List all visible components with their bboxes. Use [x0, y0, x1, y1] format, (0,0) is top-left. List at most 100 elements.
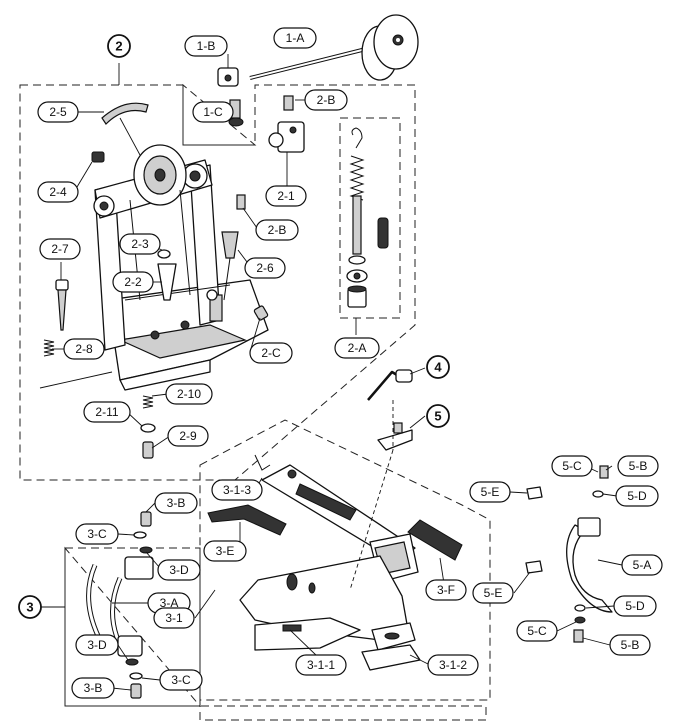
callout-2-5: 2-5 [37, 101, 79, 123]
svg-text:2-1: 2-1 [277, 189, 295, 203]
callout-3-1-3: 3-1-3 [211, 479, 263, 501]
svg-text:2: 2 [115, 39, 122, 54]
svg-text:2-6: 2-6 [256, 261, 274, 275]
svg-text:1-A: 1-A [286, 31, 305, 45]
callout-2-3: 2-3 [119, 233, 161, 255]
svg-text:3-B: 3-B [84, 681, 103, 695]
bracket-5-part [377, 422, 413, 451]
svg-text:5-D: 5-D [625, 599, 645, 613]
callout-3-F: 3-F [425, 579, 467, 601]
callout-5-D-top: 5-D [615, 485, 659, 507]
svg-text:2-3: 2-3 [131, 237, 149, 251]
svg-text:3-D: 3-D [87, 638, 107, 652]
drum-key-part [367, 369, 413, 401]
callout-2: 2 [107, 34, 131, 58]
callout-5-D-bot: 5-D [613, 595, 657, 617]
callout-2-C: 2-C [249, 342, 293, 364]
svg-text:1-C: 1-C [203, 105, 223, 119]
svg-text:3-C: 3-C [171, 673, 191, 687]
small-block-part [91, 151, 105, 163]
callout-2-6: 2-6 [244, 257, 286, 279]
chain-hardware [125, 511, 153, 699]
svg-text:5-B: 5-B [629, 459, 648, 473]
svg-text:3-F: 3-F [437, 583, 455, 597]
group-2-boundary [19, 84, 416, 481]
callout-4: 4 [426, 355, 450, 379]
svg-text:3-B: 3-B [167, 496, 186, 510]
pedal-frame-part [93, 144, 269, 391]
callout-3-1-1: 3-1-1 [295, 654, 347, 676]
callout-3: 3 [18, 595, 42, 619]
cam-cover-part [101, 102, 149, 125]
svg-text:5-E: 5-E [484, 586, 503, 600]
callout-1-C: 1-C [192, 101, 234, 123]
svg-text:2-11: 2-11 [95, 405, 118, 419]
spring-2-8-part [43, 339, 55, 357]
svg-text:2-9: 2-9 [179, 429, 197, 443]
callout-3-C-bot: 3-C [159, 669, 203, 691]
callout-2-B-top: 2-B [304, 89, 348, 111]
chain-part [86, 556, 154, 657]
bottom-hardware-2 [140, 395, 156, 459]
screw-2c-part [253, 305, 269, 321]
svg-text:3-A: 3-A [160, 596, 179, 610]
svg-text:3-D: 3-D [169, 563, 189, 577]
svg-text:3-C: 3-C [87, 527, 107, 541]
svg-text:1-B: 1-B [197, 39, 216, 53]
callout-5-B-bot: 5-B [609, 634, 651, 656]
svg-text:2-C: 2-C [261, 346, 281, 360]
callout-1-A: 1-A [273, 27, 317, 49]
svg-text:3-1-1: 3-1-1 [307, 658, 335, 672]
callout-5-A: 5-A [621, 554, 663, 576]
callout-2-9: 2-9 [167, 425, 209, 447]
svg-text:3-1: 3-1 [165, 611, 183, 625]
group-3-main-boundary [64, 547, 487, 721]
svg-text:2-2: 2-2 [124, 275, 142, 289]
callout-5: 5 [426, 404, 450, 428]
svg-text:2-8: 2-8 [75, 342, 93, 356]
callout-5-B-top: 5-B [617, 455, 659, 477]
svg-text:2-A: 2-A [348, 341, 367, 355]
svg-text:3-1-2: 3-1-2 [439, 658, 467, 672]
callout-3-C-top: 3-C [75, 523, 119, 545]
svg-text:5: 5 [434, 409, 441, 424]
footboard-part [254, 454, 419, 583]
hinge-block-part [236, 95, 305, 210]
svg-text:5-A: 5-A [633, 558, 652, 572]
svg-text:3-E: 3-E [216, 544, 235, 558]
callout-5-E-top: 5-E [469, 481, 511, 503]
svg-text:2-10: 2-10 [177, 387, 201, 401]
callout-2-11: 2-11 [83, 401, 131, 423]
callout-3-D-bot: 3-D [75, 634, 119, 656]
callout-3-B-top: 3-B [154, 492, 198, 514]
svg-text:3-1-3: 3-1-3 [223, 483, 251, 497]
callout-3-E: 3-E [203, 540, 247, 562]
callout-3-1-2: 3-1-2 [427, 654, 479, 676]
svg-text:3: 3 [26, 600, 33, 615]
svg-text:5-C: 5-C [527, 624, 547, 638]
spring-assembly-part [346, 127, 389, 308]
callout-3-B-bot: 3-B [71, 677, 115, 699]
svg-text:2-4: 2-4 [49, 185, 67, 199]
svg-text:5-B: 5-B [621, 638, 640, 652]
bolt-part [157, 249, 177, 301]
svg-text:5-E: 5-E [481, 485, 500, 499]
group-2A-boundary [339, 117, 401, 319]
callout-3-D-top: 3-D [157, 559, 201, 581]
callout-2-4: 2-4 [37, 181, 79, 203]
heel-tape-part [407, 519, 463, 561]
svg-text:2-B: 2-B [268, 223, 287, 237]
beater-part [249, 14, 419, 81]
wing-knob-part [221, 231, 239, 301]
callout-5-E-bot: 5-E [472, 582, 514, 604]
svg-text:2-5: 2-5 [49, 105, 67, 119]
callout-1-B: 1-B [184, 35, 228, 57]
callout-5-C-top: 5-C [551, 455, 593, 477]
grip-tape-part [207, 504, 287, 536]
svg-text:5-C: 5-C [562, 459, 582, 473]
svg-text:5-D: 5-D [627, 489, 647, 503]
group-3-inner-boundary [64, 546, 202, 707]
svg-text:2-B: 2-B [317, 93, 336, 107]
